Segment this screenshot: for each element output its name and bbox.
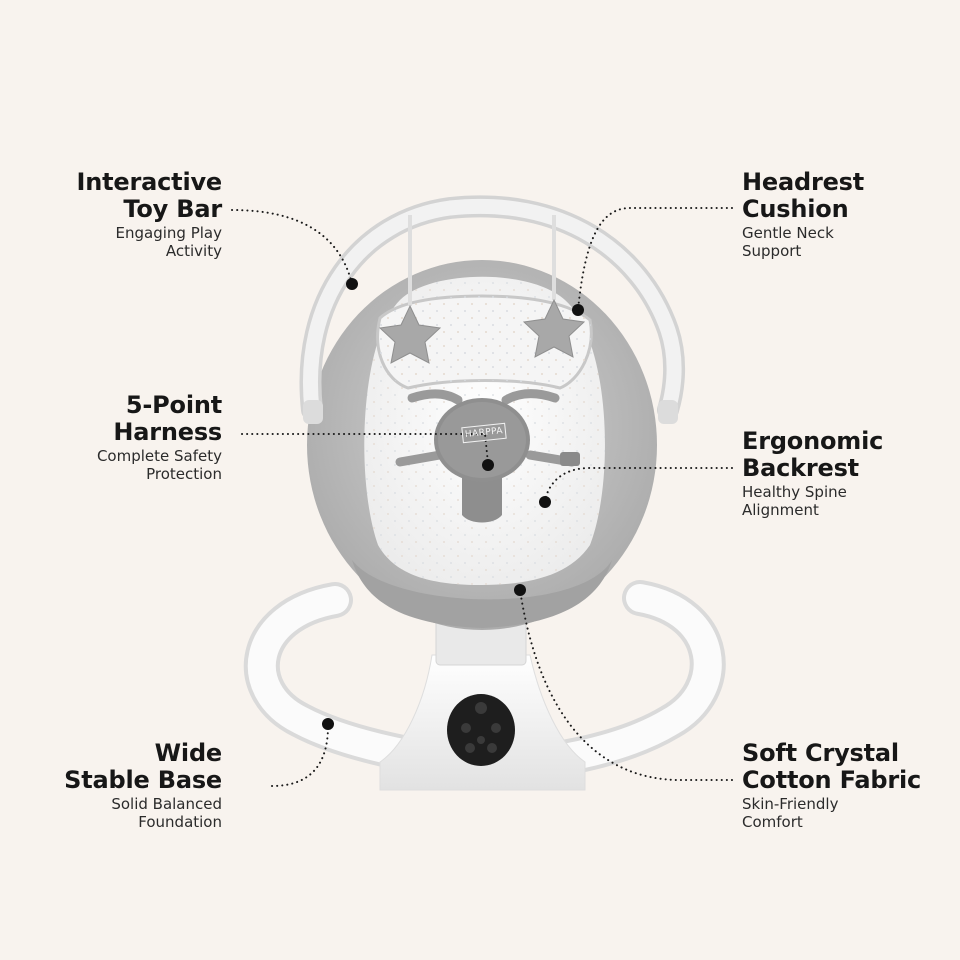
- five-point-harness: [395, 389, 580, 523]
- leader-harness: [241, 433, 489, 464]
- feature-base: Wide Stable Base Solid Balanced Foundati…: [0, 739, 222, 832]
- feature-title: Wide Stable Base: [64, 739, 222, 794]
- leader-fabric: [519, 589, 733, 781]
- callout-leader-lines: [231, 207, 733, 787]
- feature-toy-bar: Interactive Toy Bar Engaging Play Activi…: [0, 168, 223, 261]
- headrest-cushion: [376, 294, 593, 390]
- point-base: [322, 718, 334, 730]
- callout-points: [322, 278, 584, 730]
- feature-title: 5-Point Harness: [113, 391, 222, 446]
- point-harness: [482, 459, 494, 471]
- feature-harness: 5-Point Harness Complete Safety Protecti…: [0, 391, 222, 484]
- point-fabric: [514, 584, 526, 596]
- point-headrest: [572, 304, 584, 316]
- feature-title: Headrest Cushion: [742, 168, 865, 223]
- control-panel: [447, 694, 515, 766]
- feature-backrest: Ergonomic Backrest Healthy Spine Alignme…: [742, 427, 960, 520]
- hanging-star-toys: [378, 298, 586, 364]
- feature-title: Soft Crystal Cotton Fabric: [742, 739, 922, 794]
- feature-subtitle: Engaging Play Activity: [115, 224, 222, 260]
- leader-toy-bar: [231, 209, 353, 285]
- feature-title: Interactive Toy Bar: [76, 168, 223, 223]
- leader-headrest: [577, 207, 733, 311]
- feature-subtitle: Complete Safety Protection: [96, 447, 222, 483]
- feature-subtitle: Healthy Spine Alignment: [742, 483, 847, 519]
- toy-bar-arch: [299, 195, 686, 424]
- leader-base: [271, 725, 329, 787]
- feature-title: Ergonomic Backrest: [742, 427, 884, 482]
- point-backrest: [539, 496, 551, 508]
- leader-backrest: [544, 467, 733, 501]
- feature-subtitle: Skin-Friendly Comfort: [742, 795, 839, 831]
- feature-headrest: Headrest Cushion Gentle Neck Support: [742, 168, 960, 261]
- feature-subtitle: Gentle Neck Support: [742, 224, 834, 260]
- feature-fabric: Soft Crystal Cotton Fabric Skin-Friendly…: [742, 739, 960, 832]
- point-toy-bar: [346, 278, 358, 290]
- feature-subtitle: Solid Balanced Foundation: [111, 795, 222, 831]
